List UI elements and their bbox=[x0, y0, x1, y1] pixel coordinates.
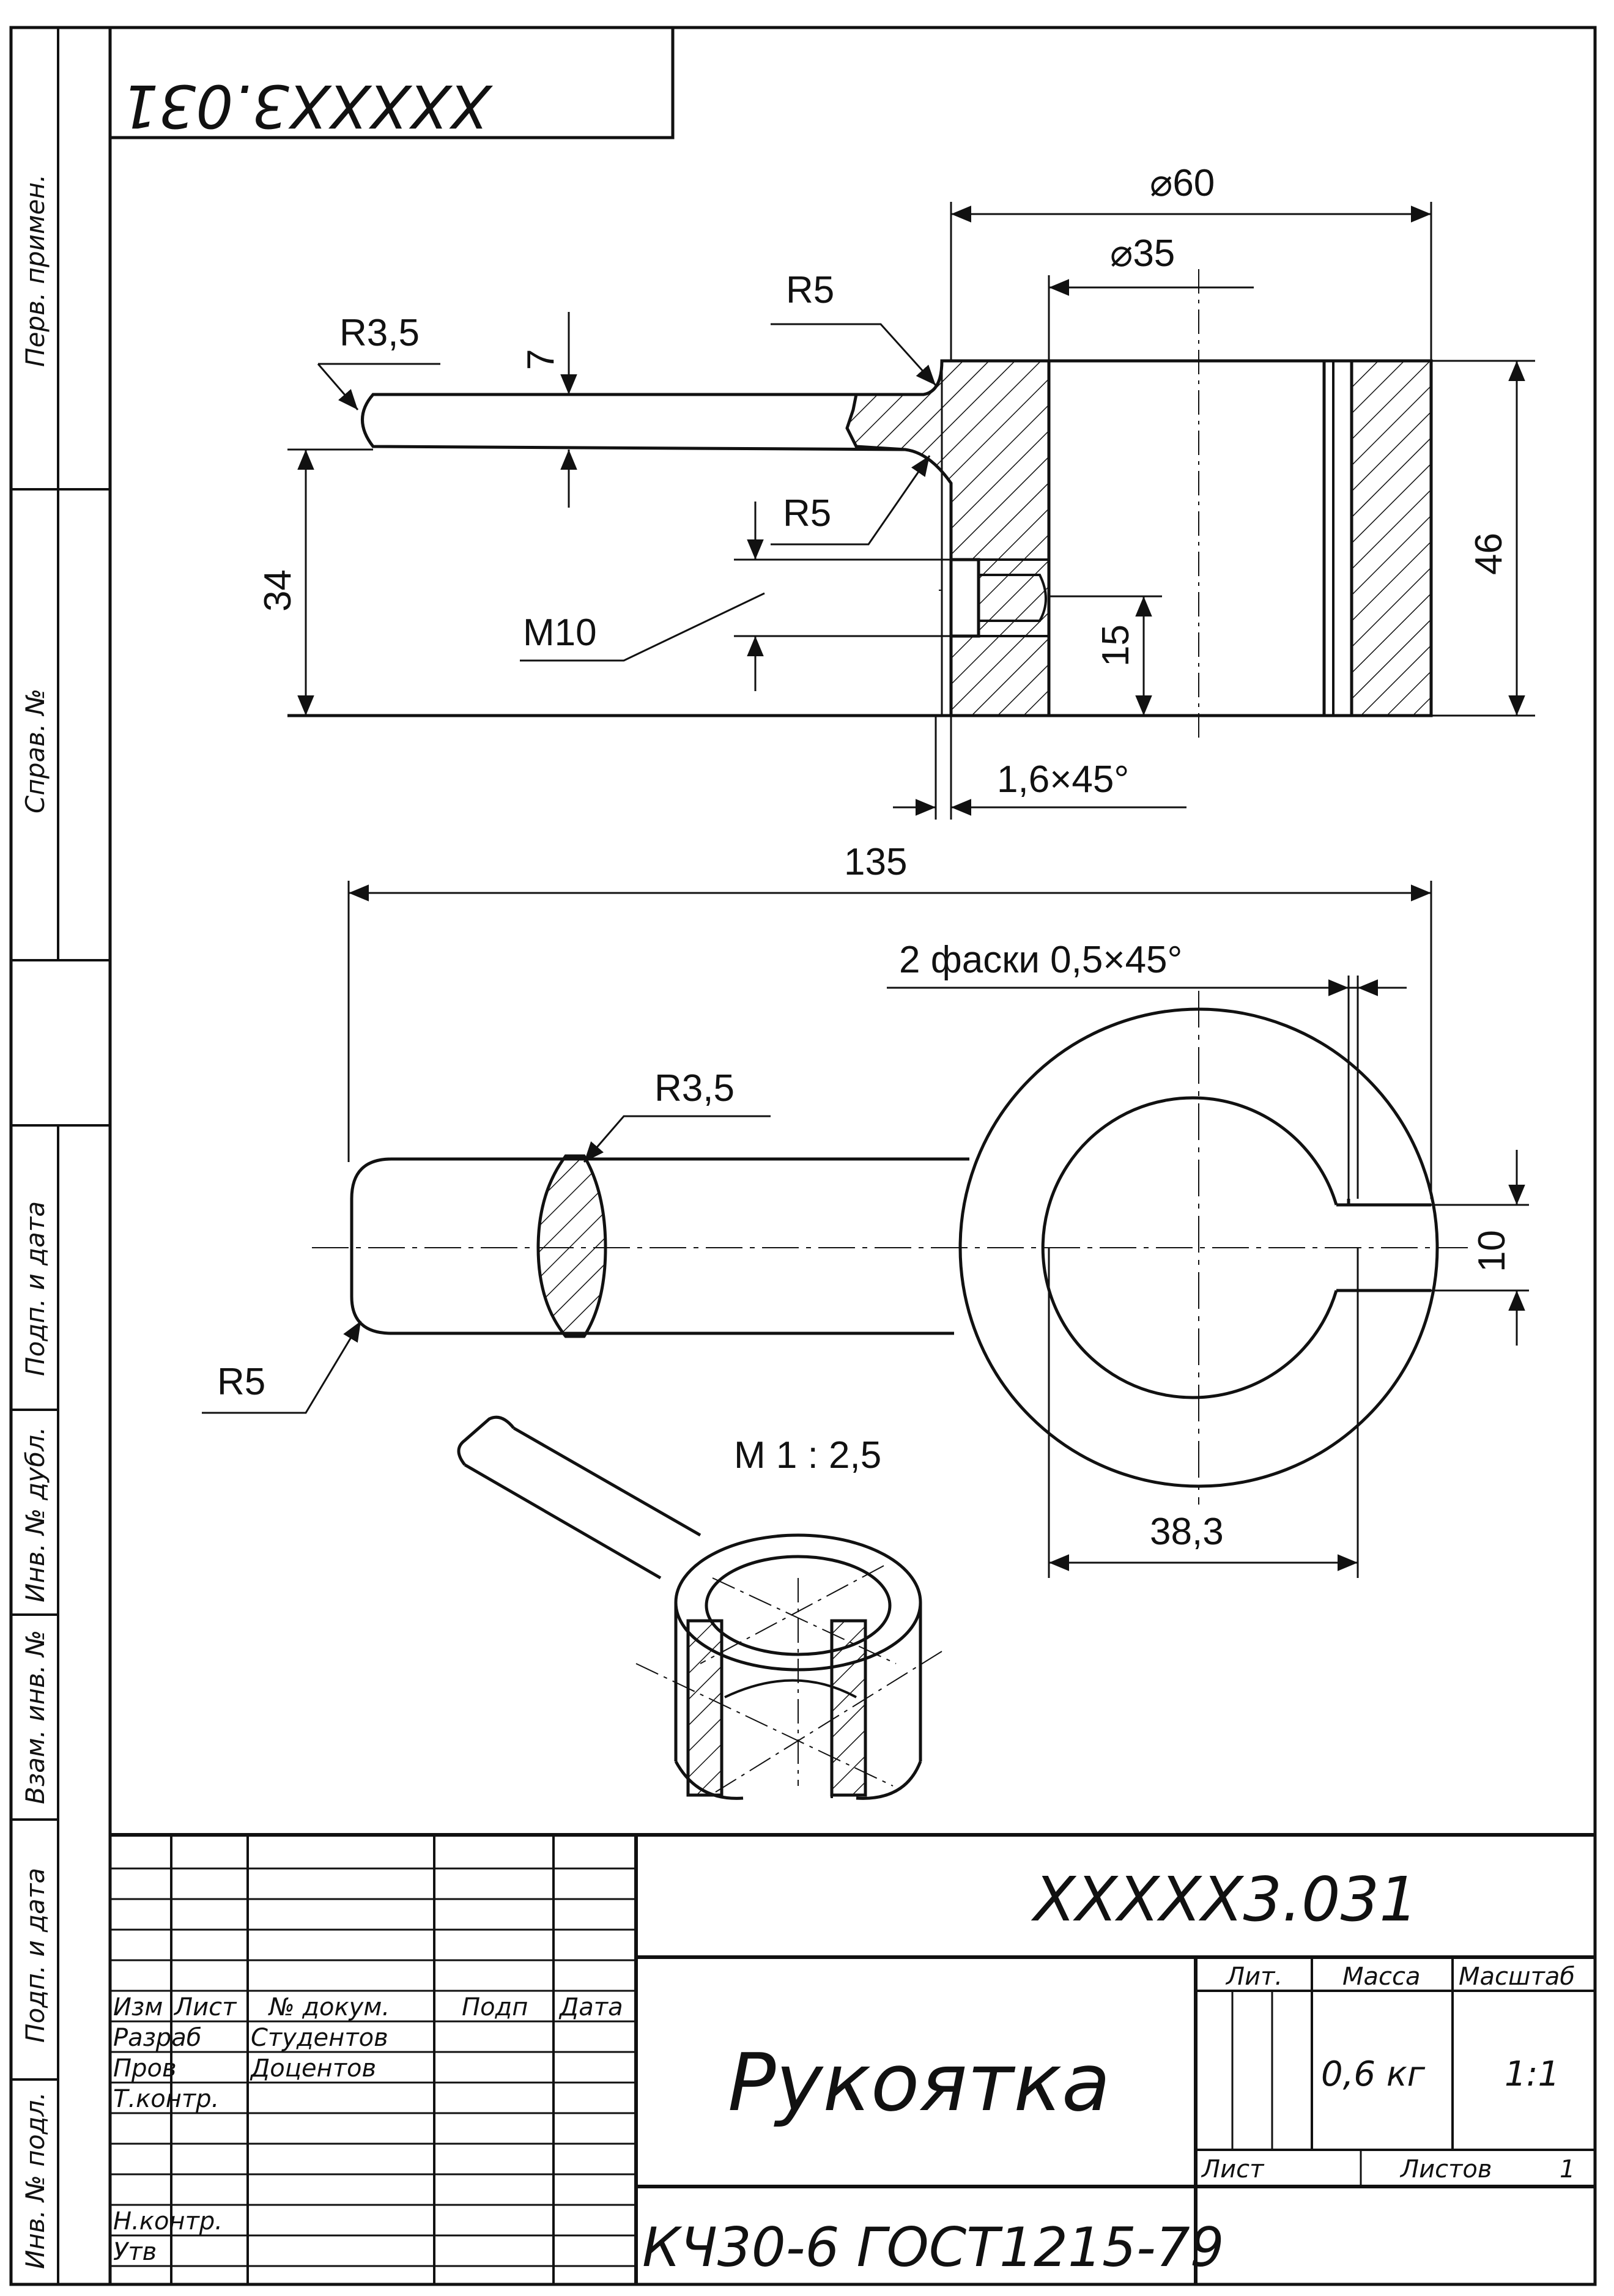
top-code: XXXXX3.031 bbox=[121, 72, 494, 140]
section-hatch-body bbox=[845, 359, 1051, 717]
plan-handle bbox=[352, 1131, 969, 1333]
scale-label: M 1 : 2,5 bbox=[734, 1434, 881, 1476]
side-label-inv-podl: Инв. № подл. bbox=[20, 2092, 50, 2269]
tb-row-razrab: Разраб bbox=[113, 2024, 201, 2052]
tb-col-izm: Изм bbox=[113, 1993, 163, 2021]
tb-col-data: Дата bbox=[558, 1993, 623, 2021]
side-label-podp-data-top: Подп. и дата bbox=[20, 1201, 50, 1376]
tb-masshtab-value: 1:1 bbox=[1505, 2054, 1560, 2094]
plan-dim-labels: 135 2 фаски 0,5×45° R3,5 R5 10 38,3 M 1 … bbox=[217, 841, 1513, 1553]
side-label-vzam-inv: Взам. инв. № bbox=[20, 1630, 50, 1804]
dim-chamfers: 2 фаски 0,5×45° bbox=[899, 939, 1182, 981]
tb-name-razrab: Студентов bbox=[251, 2024, 388, 2052]
section-dim-labels: ⌀60 ⌀35 R5 R3,5 7 R5 34 M10 15 46 1,6×45… bbox=[257, 162, 1510, 801]
isometric-view bbox=[457, 1415, 942, 1800]
dim-h7: 7 bbox=[520, 349, 562, 370]
tb-lit-label: Лит. bbox=[1225, 1963, 1283, 1991]
dim-h15: 15 bbox=[1095, 624, 1137, 667]
tb-listov-label: Листов bbox=[1399, 2155, 1492, 2183]
tb-listov-value: 1 bbox=[1560, 2155, 1575, 2183]
tb-material: КЧ30-6 ГОСТ1215-79 bbox=[642, 2216, 1224, 2279]
side-label-perv-primen: Перв. примен. bbox=[20, 174, 50, 367]
tb-part-name: Рукоятка bbox=[728, 2036, 1111, 2129]
tb-massa-label: Масса bbox=[1342, 1963, 1421, 1991]
side-strip bbox=[11, 28, 110, 2284]
frame bbox=[9, 26, 1597, 2286]
dim-w10: 10 bbox=[1471, 1230, 1513, 1272]
plan-view bbox=[202, 881, 1529, 1578]
section-handle bbox=[361, 393, 906, 451]
tb-name-prov: Доцентов bbox=[250, 2054, 376, 2083]
tb-row-prov: Пров bbox=[113, 2054, 177, 2083]
tb-row-tkontr: Т.контр. bbox=[113, 2085, 219, 2113]
dim-h34: 34 bbox=[257, 569, 299, 612]
dim-r5-mid: R5 bbox=[783, 492, 831, 535]
side-label-inv-dubl: Инв. № дубл. bbox=[20, 1427, 50, 1602]
plan-bore bbox=[1041, 1096, 1338, 1399]
iso-handle bbox=[457, 1415, 701, 1580]
dim-d35: ⌀35 bbox=[1110, 232, 1175, 275]
tb-col-podp: Подп bbox=[462, 1993, 528, 2021]
dim-plan-r5: R5 bbox=[217, 1361, 265, 1403]
title-block-text: XXXXX3.031 Рукоятка КЧ30-6 ГОСТ1215-79 И… bbox=[113, 1864, 1575, 2279]
section-hatch-right bbox=[1350, 359, 1433, 717]
tb-col-n-dokum: № докум. bbox=[268, 1993, 390, 2021]
dim-d60: ⌀60 bbox=[1150, 162, 1215, 204]
dim-plan-r3-5: R3,5 bbox=[654, 1067, 735, 1109]
side-label-podp-data-bottom: Подп. и дата bbox=[20, 1868, 50, 2043]
dim-h46: 46 bbox=[1468, 533, 1510, 575]
tb-list-label: Лист bbox=[1201, 2155, 1265, 2183]
side-label-sprav-no: Справ. № bbox=[20, 689, 50, 813]
dim-r5-top: R5 bbox=[786, 269, 834, 311]
plan-handle-section bbox=[536, 1154, 607, 1338]
dim-m10: M10 bbox=[523, 612, 597, 654]
dim-len135: 135 bbox=[844, 841, 907, 883]
top-code-box: XXXXX3.031 bbox=[110, 28, 675, 140]
section-dimensions bbox=[287, 202, 1535, 820]
dim-chamfer: 1,6×45° bbox=[997, 758, 1129, 801]
iso-hatch-left bbox=[686, 1619, 724, 1797]
tb-col-list: Лист bbox=[173, 1993, 237, 2021]
dim-r3-5: R3,5 bbox=[339, 312, 420, 354]
tb-row-utv: Утв bbox=[113, 2238, 157, 2266]
tb-masshtab-label: Масштаб bbox=[1459, 1963, 1575, 1991]
section-view bbox=[287, 269, 1433, 740]
side-strip-labels: Перв. примен. Справ. № Подп. и дата Инв.… bbox=[20, 174, 50, 2269]
tb-doc-code: XXXXX3.031 bbox=[1031, 1864, 1418, 1935]
title-block bbox=[110, 1833, 1595, 2284]
tb-row-nkontr: Н.контр. bbox=[113, 2207, 223, 2235]
dim-w38-3: 38,3 bbox=[1150, 1511, 1224, 1553]
tb-massa-value: 0,6 кг bbox=[1321, 2054, 1426, 2094]
